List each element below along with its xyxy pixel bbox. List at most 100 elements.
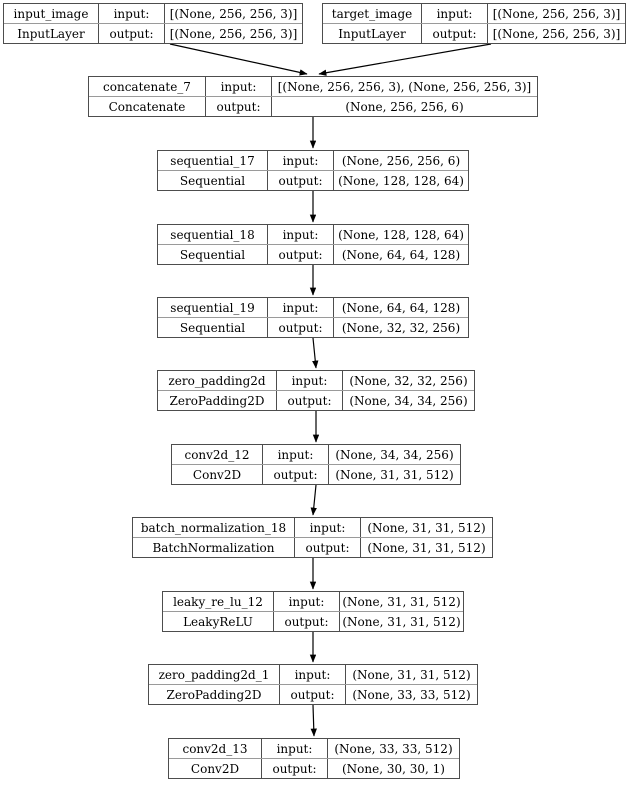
input-label: input:: [277, 371, 343, 390]
layer-type: Sequential: [158, 318, 268, 337]
input-shape: (None, 32, 32, 256): [349, 373, 468, 388]
output-shape: (None, 34, 34, 256): [349, 393, 468, 408]
layer-name: conv2d_12: [172, 445, 263, 464]
output-label: output:: [295, 538, 361, 557]
output-label: output:: [422, 24, 488, 43]
output-label: output:: [268, 171, 334, 190]
input-shape: (None, 256, 256, 6): [341, 153, 461, 168]
layer-type: Conv2D: [169, 759, 262, 778]
layer-type: Sequential: [158, 245, 268, 264]
layer-type: ZeroPadding2D: [149, 685, 280, 704]
layer-name: sequential_18: [158, 225, 268, 244]
layer-name: input_image: [4, 4, 99, 23]
output-shape: (None, 256, 256, 6): [345, 99, 464, 114]
input-label: input:: [295, 518, 361, 537]
layer-name: batch_normalization_18: [133, 518, 295, 537]
input-label: input:: [268, 151, 334, 170]
output-shape: (None, 128, 128, 64): [338, 173, 464, 188]
output-label: output:: [268, 318, 334, 337]
output-label: output:: [277, 391, 343, 410]
edge-zero_padding2d_1-to-conv2d_13: [310, 704, 317, 737]
input-label: input:: [274, 592, 340, 611]
layer-name: sequential_17: [158, 151, 268, 170]
output-shape: (None, 64, 64, 128): [341, 247, 461, 262]
layer-type: BatchNormalization: [133, 538, 295, 557]
layer-type: ZeroPadding2D: [158, 391, 277, 410]
input-shape: (None, 128, 128, 64): [338, 227, 464, 242]
input-label: input:: [280, 665, 346, 684]
layer-name: sequential_19: [158, 298, 268, 317]
output-label: output:: [99, 24, 165, 43]
layer-type: Sequential: [158, 171, 268, 190]
output-label: output:: [274, 612, 340, 631]
input-label: input:: [99, 4, 165, 23]
output-shape: (None, 31, 31, 512): [367, 540, 486, 555]
output-label: output:: [268, 245, 334, 264]
input-label: input:: [262, 739, 328, 758]
output-shape: (None, 30, 30, 1): [342, 761, 445, 776]
output-shape: (None, 33, 33, 512): [352, 687, 471, 702]
edge-sequential_19-to-zero_padding2d: [312, 337, 319, 369]
output-label: output:: [280, 685, 346, 704]
input-shape: (None, 31, 31, 512): [367, 520, 486, 535]
layer-type: LeakyReLU: [163, 612, 274, 631]
output-shape: (None, 31, 31, 512): [335, 467, 454, 482]
output-shape: [(None, 256, 256, 3)]: [492, 26, 621, 41]
input-shape: [(None, 256, 256, 3), (None, 256, 256, 3…: [277, 79, 532, 94]
layer-name: concatenate_7: [89, 77, 206, 96]
layer-type: Concatenate: [89, 97, 206, 116]
output-shape: (None, 32, 32, 256): [341, 320, 461, 335]
input-shape: [(None, 256, 256, 3)]: [492, 6, 621, 21]
edge-input_image-to-concatenate_7: [169, 43, 308, 76]
output-label: output:: [263, 465, 329, 484]
input-label: input:: [206, 77, 272, 96]
output-shape: (None, 31, 31, 512): [342, 614, 461, 629]
output-shape: [(None, 256, 256, 3)]: [169, 26, 298, 41]
layer-type: InputLayer: [323, 24, 422, 43]
input-shape: (None, 31, 31, 512): [342, 594, 461, 609]
layer-name: leaky_re_lu_12: [163, 592, 274, 611]
layer-type: Conv2D: [172, 465, 263, 484]
input-shape: (None, 31, 31, 512): [352, 667, 471, 682]
edge-conv2d_12-to-batch_normalization_18: [310, 484, 317, 516]
layer-name: zero_padding2d_1: [149, 665, 280, 684]
input-shape: (None, 64, 64, 128): [341, 300, 461, 315]
layer-type: InputLayer: [4, 24, 99, 43]
input-shape: (None, 34, 34, 256): [335, 447, 454, 462]
layer-name: conv2d_13: [169, 739, 262, 758]
